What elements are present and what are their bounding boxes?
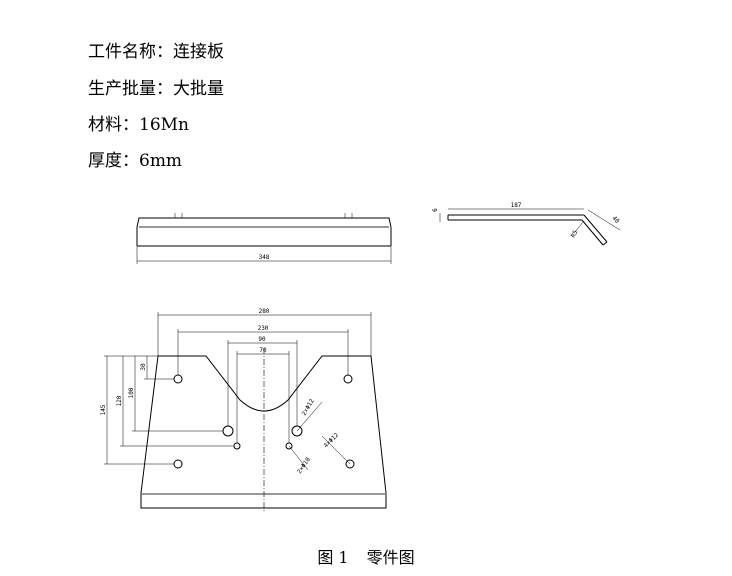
dim-label-70: 70 (259, 347, 267, 354)
plan-view: 280 230 90 70 145 120 100 30 2×Φ12 (100, 308, 387, 512)
hole-leader (296, 401, 323, 432)
figure-number: 图 1 (317, 548, 349, 567)
hole (173, 459, 183, 469)
hole (343, 374, 353, 384)
spec-batch: 生产批量：大批量 (88, 79, 224, 99)
plan-view-outline (140, 355, 387, 509)
spec-value: 6mm (139, 151, 183, 171)
dim-label-120: 120 (116, 395, 123, 406)
dim-label-90: 90 (258, 336, 266, 343)
spec-material: 材料：16Mn (88, 115, 189, 135)
side-view-thickness-label: 6 (432, 208, 439, 212)
figure-caption: 图 1 零件图 (0, 548, 732, 568)
spec-label: 材料： (88, 115, 139, 135)
hole (345, 459, 355, 469)
hole (222, 425, 234, 437)
side-view-flange-label: 40 (610, 215, 620, 225)
side-view-radius-leader (574, 221, 584, 233)
spec-label: 厚度： (88, 151, 139, 171)
spec-value: 连接板 (173, 42, 224, 62)
side-view-flange-inner (581, 219, 604, 246)
hole-leader (288, 445, 309, 471)
side-view-flange-end (602, 241, 608, 246)
front-view: 348 (136, 213, 392, 264)
dim-label-230: 230 (258, 325, 269, 332)
hole-note-b: 4×Φ12 (322, 431, 340, 449)
dim-label-30: 30 (140, 363, 147, 371)
side-view-length-label: 187 (511, 202, 522, 209)
spec-thickness: 厚度：6mm (88, 151, 182, 171)
spec-part-name: 工件名称：连接板 (88, 42, 224, 62)
hole (173, 374, 183, 384)
hole-leader (321, 435, 351, 465)
front-view-outline (136, 217, 392, 247)
dim-label-145: 145 (100, 404, 107, 415)
figure-title: 零件图 (366, 548, 415, 567)
dim-label-100: 100 (128, 387, 135, 398)
dim-label-280: 280 (259, 308, 270, 315)
spec-value: 大批量 (173, 79, 224, 99)
spec-label: 生产批量： (88, 79, 173, 99)
front-view-length-label: 348 (259, 254, 270, 261)
hole (233, 442, 241, 450)
hole-note-a: 2×Φ12 (301, 398, 316, 417)
hole-note-c: 2×Φ10 (296, 456, 312, 475)
side-view-radius-label: R5 (570, 229, 580, 239)
side-view-flange-dim (587, 209, 621, 231)
side-view: 187 6 40 R5 (432, 202, 621, 246)
spec-value: 16Mn (139, 115, 189, 135)
spec-label: 工件名称： (88, 42, 173, 62)
side-view-flange-outer (583, 214, 608, 243)
